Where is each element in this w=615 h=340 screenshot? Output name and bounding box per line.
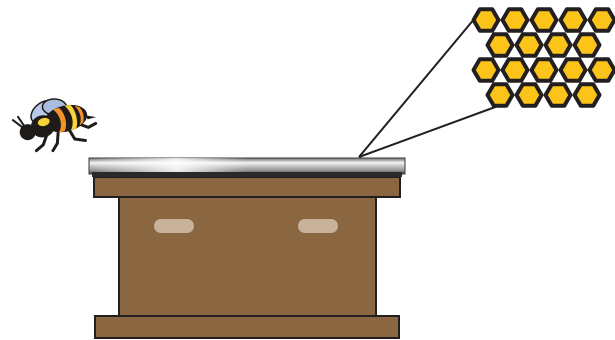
hive-handle-left [154,219,194,233]
hive-handle-right [298,219,338,233]
beehive-box [89,158,405,338]
honeycomb-cell [488,84,513,106]
honeycomb-cell [590,9,615,31]
honeycomb-cell [575,34,600,56]
bee-icon [9,86,102,158]
honeycomb-cell [532,9,557,31]
callout-lines [359,18,498,157]
honeycomb-cell [503,59,528,81]
hive-top-rim [94,177,400,197]
honeycomb-cell [546,84,571,106]
hive-bottom-board [95,316,399,338]
honeycomb-cell [517,84,542,106]
honeycomb-cell [532,59,557,81]
honeycomb-cell [561,9,586,31]
honeycomb-cell [488,34,513,56]
honeycomb-cells [474,9,615,106]
hive-metal-lid [89,158,405,177]
honeycomb-cell [503,9,528,31]
hive-body [119,196,376,316]
honeycomb-cell [517,34,542,56]
honeycomb-cell [561,59,586,81]
honeycomb-cell [474,59,499,81]
honeycomb-cell [546,34,571,56]
honeycomb-cell [474,9,499,31]
honeycomb-cell [590,59,615,81]
honeycomb-cell [575,84,600,106]
